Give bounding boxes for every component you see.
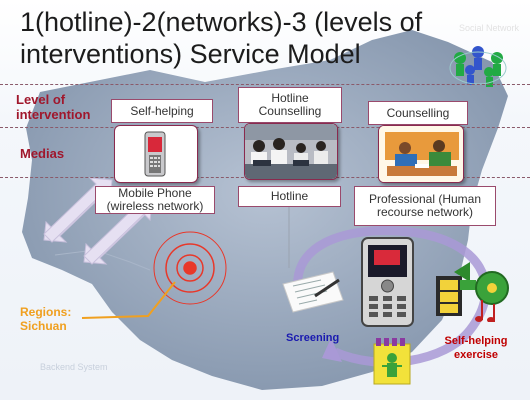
- region-pointer-line: [81, 281, 176, 319]
- call-center-operators-icon: [245, 124, 337, 179]
- slide-title: 1(hotline)-2(networks)-3 (levels of inte…: [20, 6, 460, 70]
- self-helping-exercise-label: Self-helping exercise: [444, 335, 508, 361]
- counselling-level-box: Counselling: [368, 101, 468, 125]
- mobile-phone-media-box: Mobile Phone (wireless network): [95, 186, 215, 214]
- self-helping-level-box: Self-helping: [111, 99, 213, 123]
- level-of-intervention-label: Level of intervention: [16, 92, 91, 122]
- target-rings-icon: [153, 231, 227, 305]
- pen-paper-icon: [282, 271, 344, 313]
- smartphone-icon: [361, 237, 414, 327]
- multimedia-image: [432, 262, 516, 322]
- divider: [0, 84, 530, 85]
- hotline-call-center-image: [244, 123, 338, 180]
- screening-paper-image: [281, 270, 345, 314]
- regions-label: Regions: Sichuan: [20, 305, 72, 333]
- mobile-phone-icon: [144, 131, 166, 177]
- screening-label: Screening: [286, 332, 340, 344]
- counselling-image: [378, 125, 464, 183]
- title-line-2: interventions) Service Model: [20, 39, 361, 69]
- professional-media-box: Professional (Human recourse network): [354, 186, 496, 226]
- mobile-phone-image: [114, 125, 198, 183]
- backend-system-label: Backend System: [40, 362, 108, 372]
- self-help-figure-image: [372, 336, 412, 386]
- brand-watermark: Social Network: [459, 23, 520, 33]
- people-network-icon: [449, 46, 507, 87]
- hotline-counselling-level-box: Hotline Counselling: [238, 87, 342, 123]
- smartphone-image: [360, 236, 415, 328]
- medias-label: Medias: [20, 146, 65, 161]
- counselling-meeting-icon: [379, 126, 463, 182]
- cycle-arrow: [293, 226, 491, 367]
- title-line-1: 1(hotline)-2(networks)-3 (levels of: [20, 7, 423, 37]
- film-music-icon: [436, 262, 509, 322]
- hotline-media-box: Hotline: [238, 186, 341, 207]
- person-exercise-icon: [373, 338, 411, 385]
